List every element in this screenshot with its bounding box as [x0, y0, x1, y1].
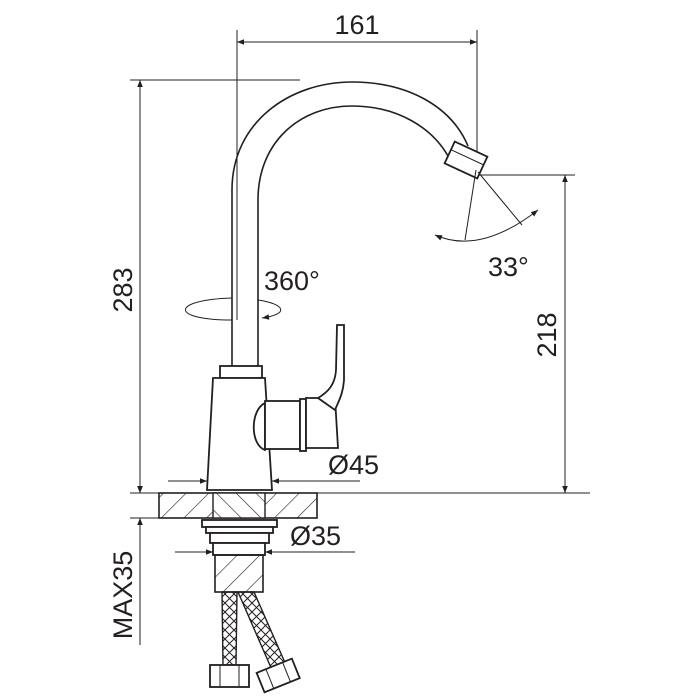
countertop-section	[158, 492, 318, 519]
max-countertop-dimension	[130, 478, 200, 645]
swivel-label: 33°	[488, 252, 529, 282]
shank-diameter-label: Ø35	[290, 521, 341, 551]
spout-height-label: 218	[532, 312, 562, 357]
swivel-angle	[434, 169, 539, 242]
aerator	[443, 140, 489, 180]
reach-label: 161	[334, 10, 379, 40]
spout-height-dimension	[478, 174, 575, 493]
height-label: 283	[108, 267, 138, 312]
rotation-indicator	[185, 297, 282, 321]
spout	[231, 81, 469, 370]
base-diameter-label: Ø45	[328, 450, 379, 480]
height-dimension	[130, 79, 300, 493]
max-countertop-label: MAX35	[108, 551, 138, 640]
reach-dimension	[236, 30, 478, 320]
supply-hoses	[209, 591, 301, 694]
faucet-body	[206, 324, 345, 491]
mounting-nut	[201, 519, 278, 593]
rotation-label: 360°	[264, 266, 320, 296]
